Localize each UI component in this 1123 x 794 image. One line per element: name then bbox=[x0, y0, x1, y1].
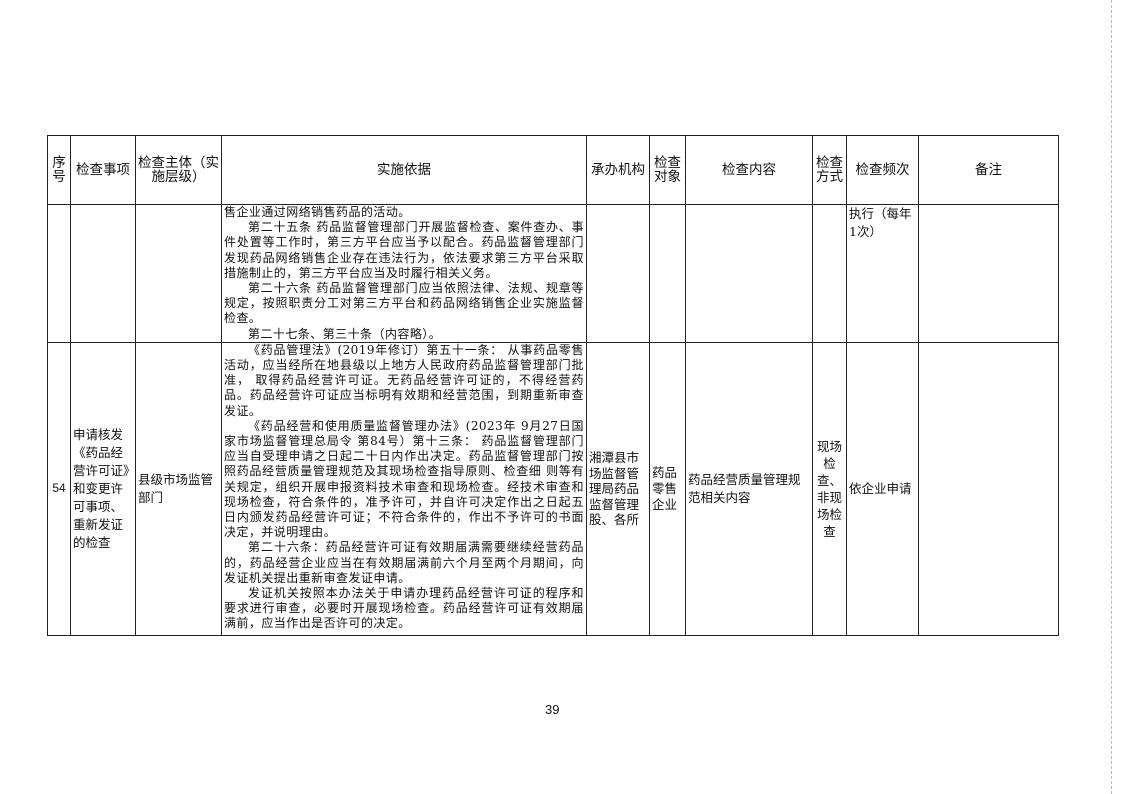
cell-org: 湘潭县市场监督管理局药品监督管理股、各所 bbox=[586, 341, 650, 636]
cell-target bbox=[649, 204, 686, 343]
inspection-table: 序号 检查事项 检查主体（实施层级） 实施依据 承办机构 检查对象 检查内容 检… bbox=[47, 135, 1059, 636]
header-subject: 检查主体（实施层级） bbox=[135, 135, 222, 205]
header-target: 检查对象 bbox=[649, 135, 686, 205]
cell-item bbox=[70, 204, 136, 343]
header-content: 检查内容 bbox=[685, 135, 813, 205]
cell-subject bbox=[135, 204, 222, 343]
header-item: 检查事项 bbox=[70, 135, 136, 205]
cell-method bbox=[812, 204, 847, 343]
cell-method: 现场检查、非现场检查 bbox=[812, 341, 847, 636]
cell-remark bbox=[918, 341, 1059, 636]
cell-subject: 县级市场监管部门 bbox=[135, 341, 222, 636]
cell-item: 申请核发《药品经营许可证》和变更许可事项、重新发证的检查 bbox=[70, 341, 136, 636]
header-seq: 序号 bbox=[47, 135, 71, 205]
scan-edge-divider bbox=[1111, 0, 1113, 794]
basis-paragraph: 第二十六条：药品经营许可证有效期届满需要继续经营药品的，药品经营企业应当在有效期… bbox=[224, 540, 584, 585]
cell-frequency: 执行（每年1次） bbox=[846, 204, 919, 343]
cell-seq: 54 bbox=[47, 341, 71, 636]
basis-paragraph: 发证机关按照本办法关于申请办理药品经营许可证的程序和要求进行审查，必要时开展现场… bbox=[224, 586, 584, 631]
cell-content: 药品经营质量管理规范相关内容 bbox=[685, 341, 813, 636]
cell-basis: 《药品管理法》(2019年修订）第五十一条： 从事药品零售活动，应当经所在地县级… bbox=[221, 341, 587, 636]
header-remark: 备注 bbox=[918, 135, 1059, 205]
header-frequency: 检查频次 bbox=[846, 135, 919, 205]
header-row: 序号 检查事项 检查主体（实施层级） 实施依据 承办机构 检查对象 检查内容 检… bbox=[47, 135, 1059, 205]
page-number: 39 bbox=[545, 702, 560, 717]
cell-remark bbox=[918, 204, 1059, 343]
basis-paragraph: 《药品经营和使用质量监督管理办法》(2023年 9月27日国家市场监督管理总局令… bbox=[224, 418, 584, 540]
header-basis: 实施依据 bbox=[221, 135, 587, 205]
cell-org bbox=[586, 204, 650, 343]
cell-content bbox=[685, 204, 813, 343]
header-org: 承办机构 bbox=[586, 135, 650, 205]
header-method: 检查方式 bbox=[812, 135, 847, 205]
basis-paragraph: 售企业通过网络销售药品的活动。 bbox=[224, 205, 411, 219]
basis-paragraph: 第二十七条、第三十条（内容略）。 bbox=[248, 326, 442, 341]
cell-basis: 售企业通过网络销售药品的活动。 第二十五条 药品监督管理部门开展监督检查、案件查… bbox=[221, 204, 587, 343]
cell-target: 药品零售企业 bbox=[649, 341, 686, 636]
table-row: 售企业通过网络销售药品的活动。 第二十五条 药品监督管理部门开展监督检查、案件查… bbox=[47, 204, 1059, 343]
basis-paragraph: 第二十五条 药品监督管理部门开展监督检查、案件查办、事件处置等工作时，第三方平台… bbox=[224, 220, 584, 280]
table-row: 54 申请核发《药品经营许可证》和变更许可事项、重新发证的检查 县级市场监管部门… bbox=[47, 341, 1059, 636]
cell-frequency: 依企业申请 bbox=[846, 341, 919, 636]
basis-paragraph: 《药品管理法》(2019年修订）第五十一条： 从事药品零售活动，应当经所在地县级… bbox=[224, 342, 584, 418]
cell-seq bbox=[47, 204, 71, 343]
basis-paragraph: 第二十六条 药品监督管理部门应当依照法律、法规、规章等规定，按照职责分工对第三方… bbox=[224, 281, 584, 326]
